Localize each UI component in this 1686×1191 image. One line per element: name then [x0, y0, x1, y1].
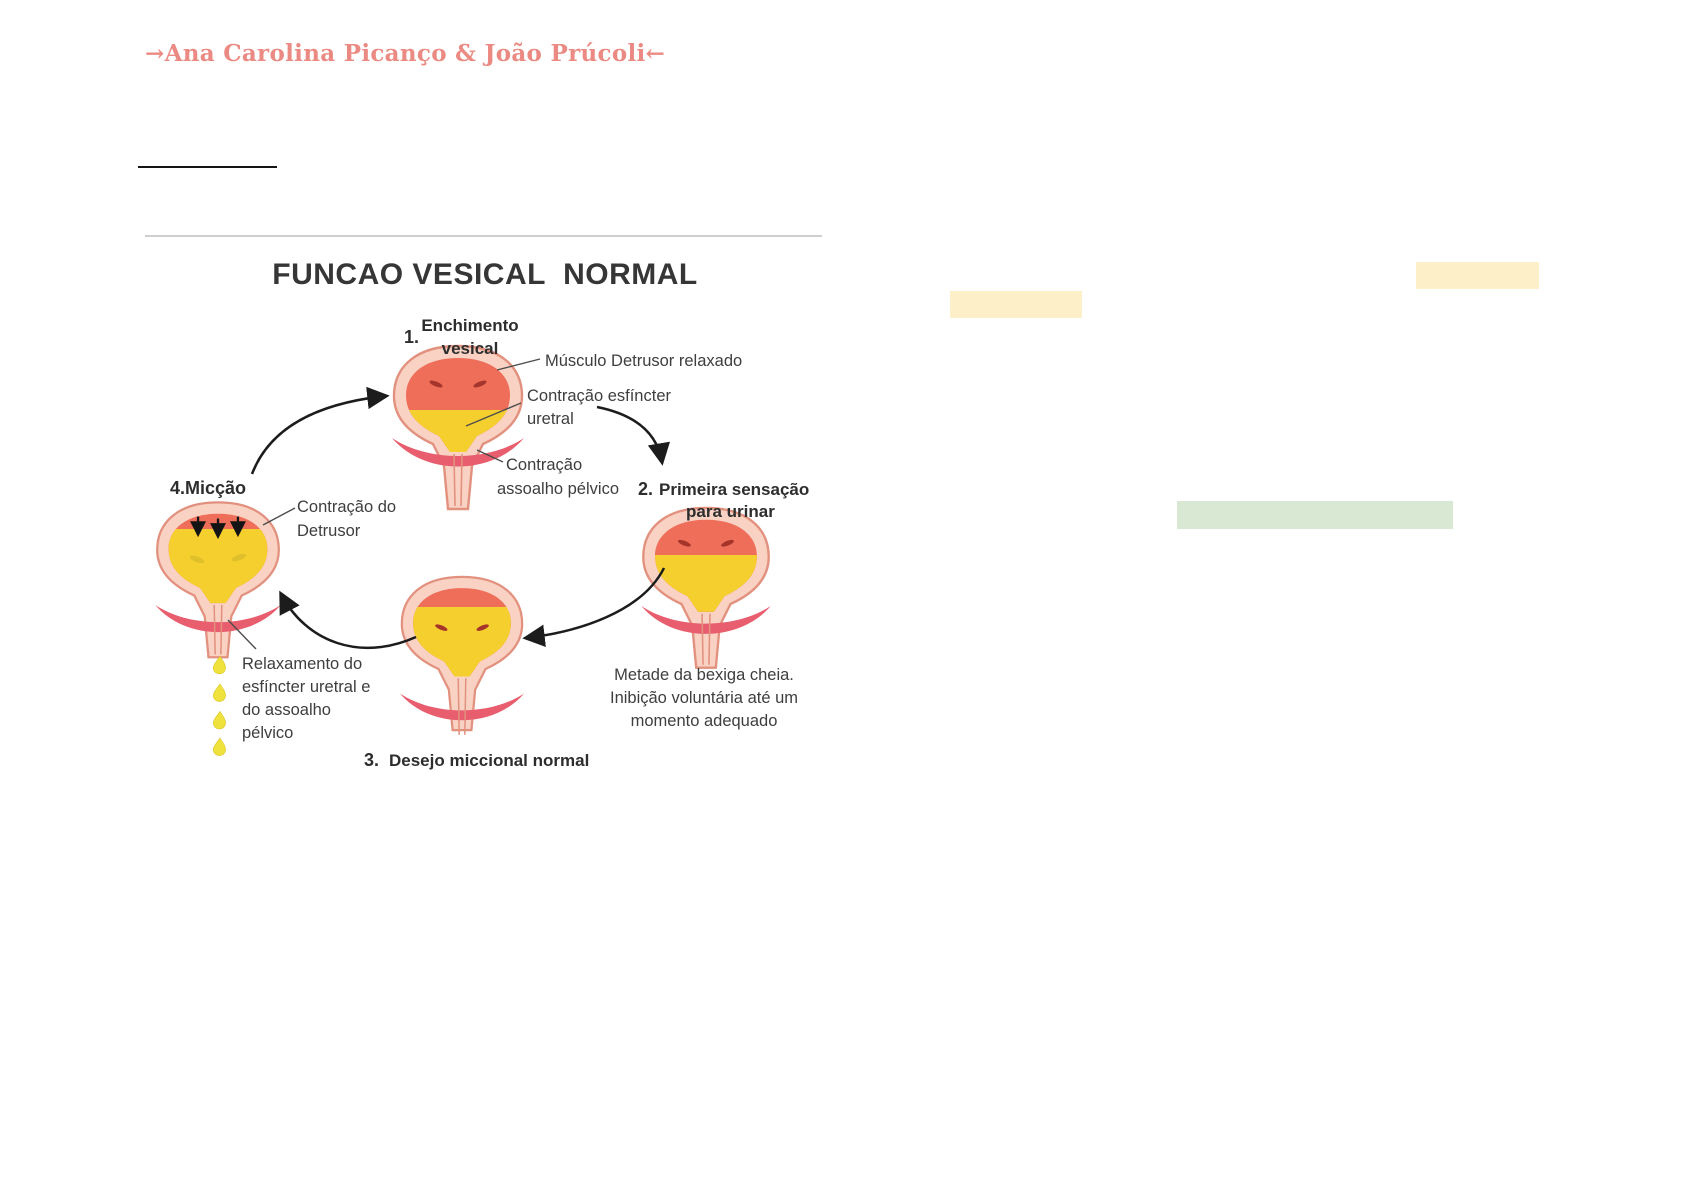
highlight-mark-green	[1177, 501, 1453, 529]
annotation-detrusor-relaxado: Músculo Detrusor relaxado	[545, 352, 742, 370]
pointer-line-detrusor	[496, 358, 541, 371]
stage2-label-line2: para urinar	[686, 502, 775, 521]
annotation-assoalho-line1: Contração	[506, 456, 582, 474]
stage1-label-line1: Enchimento	[421, 316, 518, 335]
title-underline	[138, 166, 277, 168]
pointer-line-relaxamento	[227, 619, 257, 650]
stage1-number: 1.	[404, 327, 419, 347]
pointer-line-esfincter	[465, 402, 522, 427]
pointer-line-contracao-detrusor	[262, 507, 296, 526]
cycle-arrow-3-to-4	[279, 590, 417, 650]
annotation-relaxamento-line3: do assoalho	[242, 701, 331, 719]
bladder-stage-3	[399, 575, 525, 735]
annotation-relaxamento-line1: Relaxamento do	[242, 655, 362, 673]
annotation-contracao-detrusor-line1: Contração do	[297, 498, 396, 516]
annotation-esfincter-line1: Contração esfíncter	[527, 387, 671, 405]
urine-drops	[212, 655, 226, 756]
annotation-metade-line2: Inibição voluntária até um	[610, 689, 798, 707]
stage1-label-line2: vesical	[442, 339, 499, 358]
bladder-stage-2	[641, 506, 771, 669]
figure-top-border	[145, 235, 822, 237]
bladder-cycle-figure: FUNCAO VESICAL NORMAL	[155, 258, 809, 770]
annotation-relaxamento-line2: esfíncter uretral e	[242, 678, 370, 696]
cycle-arrow-1-to-2	[596, 405, 671, 466]
stage2-number: 2.	[638, 479, 653, 499]
stage3-label: Desejo miccional normal	[389, 751, 589, 770]
header-title: →Ana Carolina Picanço & João Prúcoli←	[145, 40, 666, 67]
pointer-line-assoalho	[476, 449, 504, 463]
annotation-esfincter-line2: uretral	[527, 410, 574, 428]
figure-title: FUNCAO VESICAL NORMAL	[272, 258, 697, 291]
annotation-contracao-detrusor-line2: Detrusor	[297, 522, 361, 540]
bladder-stage-4	[155, 501, 281, 756]
stage4-label: 4.Micção	[170, 478, 246, 498]
annotation-metade-line1: Metade da bexiga cheia.	[614, 666, 794, 684]
stage2-label-line1: Primeira sensação	[659, 480, 809, 499]
highlight-mark-yellow-1	[950, 291, 1082, 318]
annotation-assoalho-line2: assoalho pélvico	[497, 480, 619, 498]
annotation-relaxamento-line4: pélvico	[242, 724, 293, 742]
cycle-arrow-4-to-1	[250, 386, 390, 475]
highlight-mark-yellow-2	[1416, 262, 1539, 289]
annotation-metade-line3: momento adequado	[631, 712, 778, 730]
cycle-arrow-2-to-3	[522, 567, 666, 648]
stage3-number: 3.	[364, 750, 379, 770]
